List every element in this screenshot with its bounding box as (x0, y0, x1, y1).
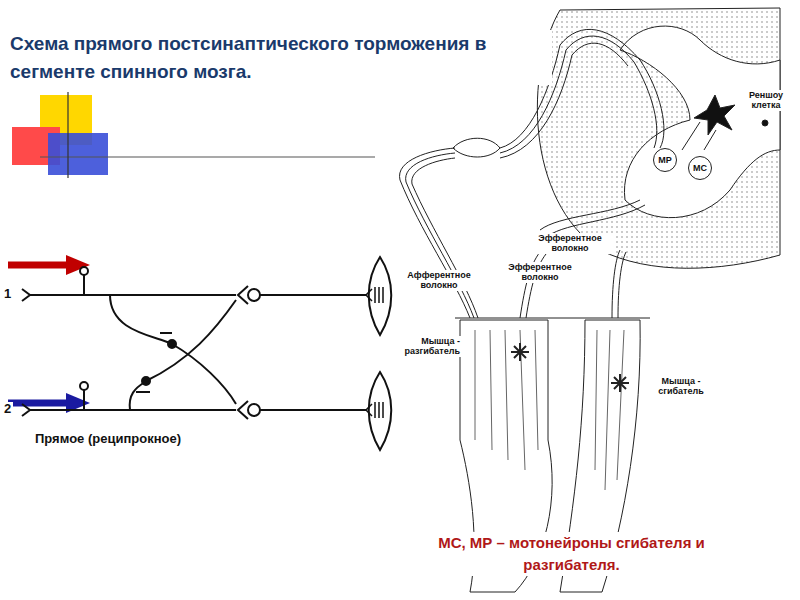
endplate (366, 402, 383, 418)
white-matter (537, 8, 780, 268)
muscle-symbol (369, 372, 392, 450)
reciprocal-scheme (8, 255, 391, 450)
input-arrowhead (66, 255, 90, 275)
fiber-start (22, 404, 30, 416)
inhibitory-axon (172, 344, 236, 404)
inhibitory-mark (136, 391, 150, 393)
neuron-label: МС (693, 163, 707, 173)
collateral (110, 295, 170, 343)
central-canal (762, 120, 768, 126)
muscle-symbol (369, 257, 392, 335)
muscle-spindle (511, 343, 529, 361)
fiber-label: Афферентное волокно (398, 270, 480, 291)
decor (12, 92, 375, 178)
afferent-line (30, 294, 236, 296)
muscle-label: Мышца - разгибатель (396, 336, 462, 357)
caption: МС, МР – мотонейроны сгибателя и разгиба… (412, 532, 731, 576)
neuron-label: МР (658, 155, 672, 165)
input-arrow (8, 400, 68, 407)
motoneuron-circle: МР (653, 148, 677, 172)
inhibitory-mark (160, 332, 172, 334)
efferent-bundle (520, 200, 645, 318)
decor-line (40, 156, 375, 157)
synapse (238, 401, 248, 419)
decor-line (67, 92, 68, 178)
input-arrow (8, 262, 68, 269)
scheme-caption: Прямое (реципрокное) (33, 432, 183, 447)
efferent-line (260, 409, 366, 411)
receptor-line (83, 275, 85, 295)
muscle-top (455, 318, 650, 319)
receptor (80, 382, 88, 390)
receptor-line (83, 390, 85, 410)
synapse (238, 286, 248, 304)
afferent-line (30, 409, 236, 411)
endplate (366, 287, 383, 303)
fiber-label: Эфферентное волокно (526, 233, 614, 254)
muscle-fibers (475, 330, 538, 470)
gray-matter (620, 26, 780, 218)
spinal-segment (400, 8, 780, 592)
collateral (130, 382, 145, 410)
efferent-line (260, 294, 366, 296)
muscle-fibers (595, 330, 624, 490)
renshaw-axon (682, 122, 700, 150)
receptor (80, 267, 88, 275)
ganglion (453, 138, 500, 157)
motoneuron-circle: МС (688, 156, 712, 180)
muscle-label: Мышца - сгибатель (646, 376, 716, 397)
fiber-label: Эфферентное волокно (496, 262, 584, 283)
muscle-spindle (611, 374, 629, 392)
callout-number: 2 (2, 402, 13, 417)
motoneuron (248, 289, 260, 301)
decor-square (48, 133, 108, 175)
callout-number: 1 (2, 287, 13, 302)
inhibitory-axon (146, 300, 236, 381)
renshaw-cell (694, 95, 735, 135)
fiber-start (22, 289, 30, 301)
renshaw-axon (704, 130, 716, 150)
slide-title: Схема прямого постсинаптического торможе… (8, 30, 552, 85)
cell-label: Реншоу клетка (738, 90, 794, 111)
motoneuron (248, 404, 260, 416)
